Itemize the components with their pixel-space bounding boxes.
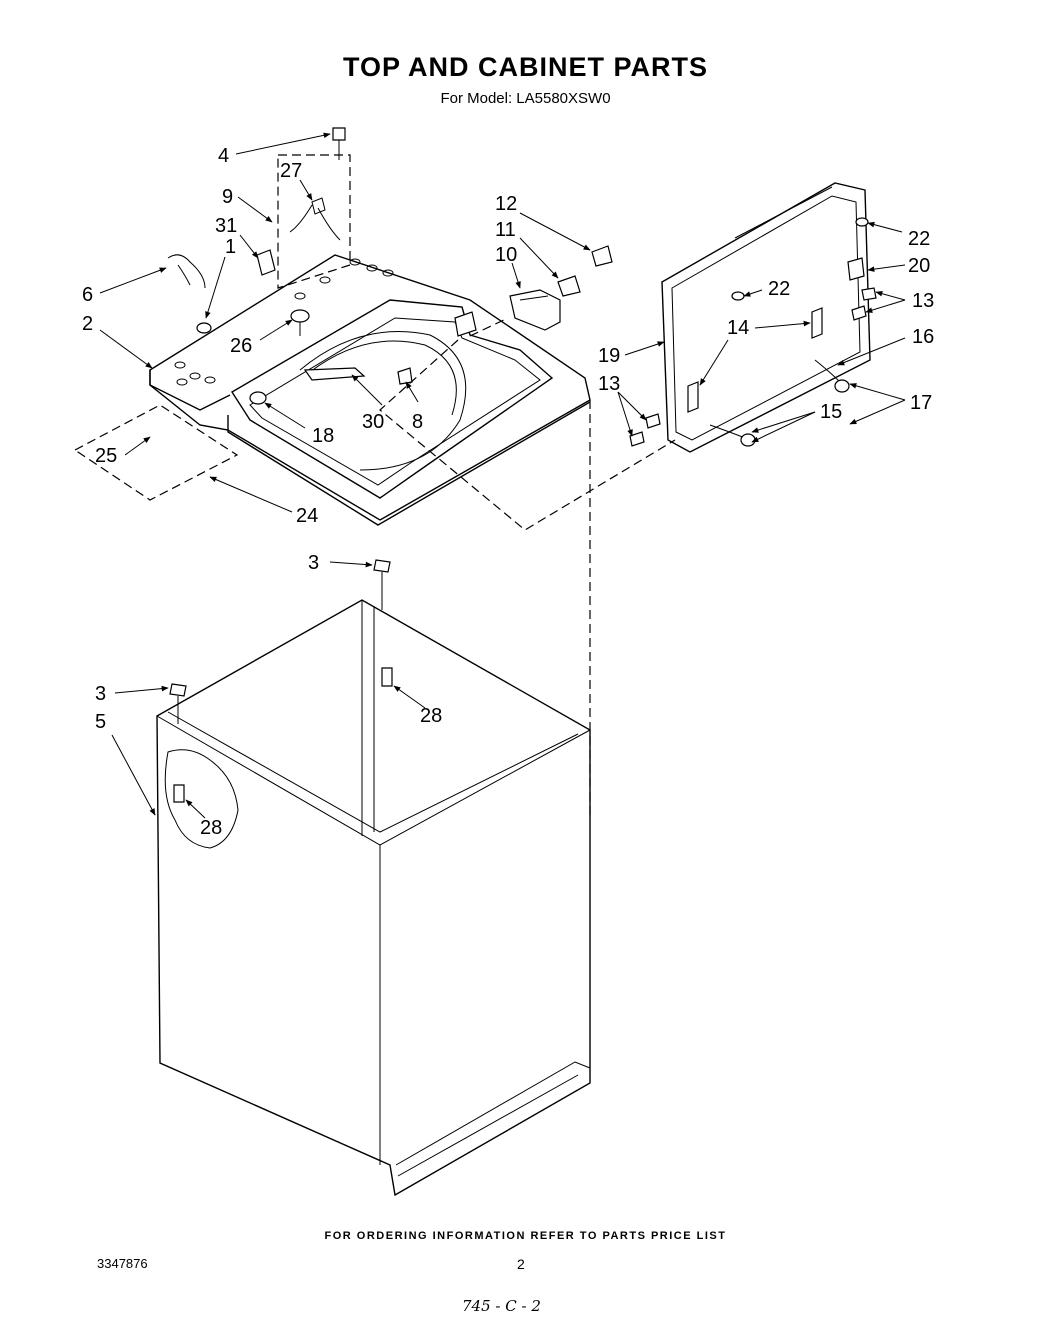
control-panel-holes xyxy=(174,258,394,386)
lid-hinge-icon xyxy=(811,307,823,339)
grommet-icon xyxy=(196,322,212,334)
callout-labels: 4 27 9 31 1 6 2 26 25 24 18 30 8 12 11 1… xyxy=(82,145,934,839)
callout-label: 4 xyxy=(218,145,229,167)
handwritten-note: 745 - C - 2 xyxy=(462,1297,541,1315)
callout-label: 27 xyxy=(280,160,302,182)
clip-icon xyxy=(256,249,276,276)
lever-icon xyxy=(303,367,366,381)
callout-label: 11 xyxy=(495,219,516,241)
callout-label: 18 xyxy=(312,425,334,447)
callout-label: 17 xyxy=(910,392,932,414)
top-plate-front-edge xyxy=(149,370,231,411)
screw-icon xyxy=(645,413,661,429)
screw-icon xyxy=(332,127,346,141)
screw-icon xyxy=(629,431,645,447)
callout-label: 22 xyxy=(768,278,790,300)
callout-label: 3 xyxy=(95,683,106,705)
top-plate-outline xyxy=(149,254,591,521)
callout-label: 15 xyxy=(820,401,842,423)
knob-icon xyxy=(290,309,310,323)
callout-label: 5 xyxy=(95,711,106,733)
callout-label: 24 xyxy=(296,505,318,527)
cabinet-assembly xyxy=(156,559,591,1197)
callout-label: 14 xyxy=(727,317,749,339)
lid-switch-bracket xyxy=(454,311,477,337)
callout-label: 26 xyxy=(230,335,252,357)
lid-switch-icon xyxy=(557,275,581,297)
callout-label: 2 xyxy=(82,313,93,335)
callout-label: 8 xyxy=(412,411,423,433)
rod-end-icon xyxy=(740,433,756,447)
corner-bracket-icon xyxy=(169,683,187,697)
hinge-bracket xyxy=(509,289,561,331)
callout-label: 22 xyxy=(908,228,930,250)
document-number: 3347876 xyxy=(97,1256,148,1271)
page-title: TOP AND CABINET PARTS xyxy=(342,52,709,82)
callout-label: 13 xyxy=(598,373,620,395)
callout-label: 3 xyxy=(308,552,319,574)
leader-lines xyxy=(99,132,906,819)
callout-label: 30 xyxy=(362,411,384,433)
lid-rod xyxy=(814,359,841,383)
switch-actuator-icon xyxy=(591,245,613,267)
screw-icon xyxy=(397,367,413,385)
lid-assembly xyxy=(629,182,877,453)
washer-top-assembly xyxy=(149,254,591,526)
rod-end-icon xyxy=(834,379,850,393)
lid-frame-outer xyxy=(661,182,871,453)
callout-label: 19 xyxy=(598,345,620,367)
hose-clip xyxy=(167,254,206,289)
callout-label: 9 xyxy=(222,186,233,208)
wire-harness xyxy=(289,197,341,241)
bumper-icon xyxy=(731,291,745,301)
callout-label: 28 xyxy=(200,817,222,839)
basket-ring xyxy=(299,331,467,471)
strike-icon xyxy=(847,257,865,281)
lid-hinge-icon xyxy=(687,381,699,413)
callout-label: 20 xyxy=(908,255,930,277)
lid-opening xyxy=(231,299,554,499)
callout-label: 28 xyxy=(420,705,442,727)
callout-label: 16 xyxy=(912,326,934,348)
screw-icon xyxy=(173,784,185,803)
cabinet-cutaway xyxy=(164,749,239,849)
bumper-icon xyxy=(249,391,267,405)
model-subtitle: For Model: LA5580XSW0 xyxy=(440,90,611,107)
screw-icon xyxy=(851,305,867,321)
bumper-icon xyxy=(855,217,869,227)
callout-label: 13 xyxy=(912,290,934,312)
hardware-parts xyxy=(167,127,613,405)
callout-label: 25 xyxy=(95,445,117,467)
callout-label: 10 xyxy=(495,244,517,266)
screw-icon xyxy=(861,287,877,301)
cabinet-outline xyxy=(156,599,591,1197)
callout-label: 1 xyxy=(225,236,236,258)
ordering-info-note: FOR ORDERING INFORMATION REFER TO PARTS … xyxy=(324,1230,727,1242)
callout-label: 6 xyxy=(82,284,93,306)
corner-bracket-icon xyxy=(373,559,391,573)
screw-icon xyxy=(381,667,393,687)
page-number: 2 xyxy=(517,1256,525,1272)
callout-label: 12 xyxy=(495,193,517,215)
callout-label: 31 xyxy=(215,215,237,237)
